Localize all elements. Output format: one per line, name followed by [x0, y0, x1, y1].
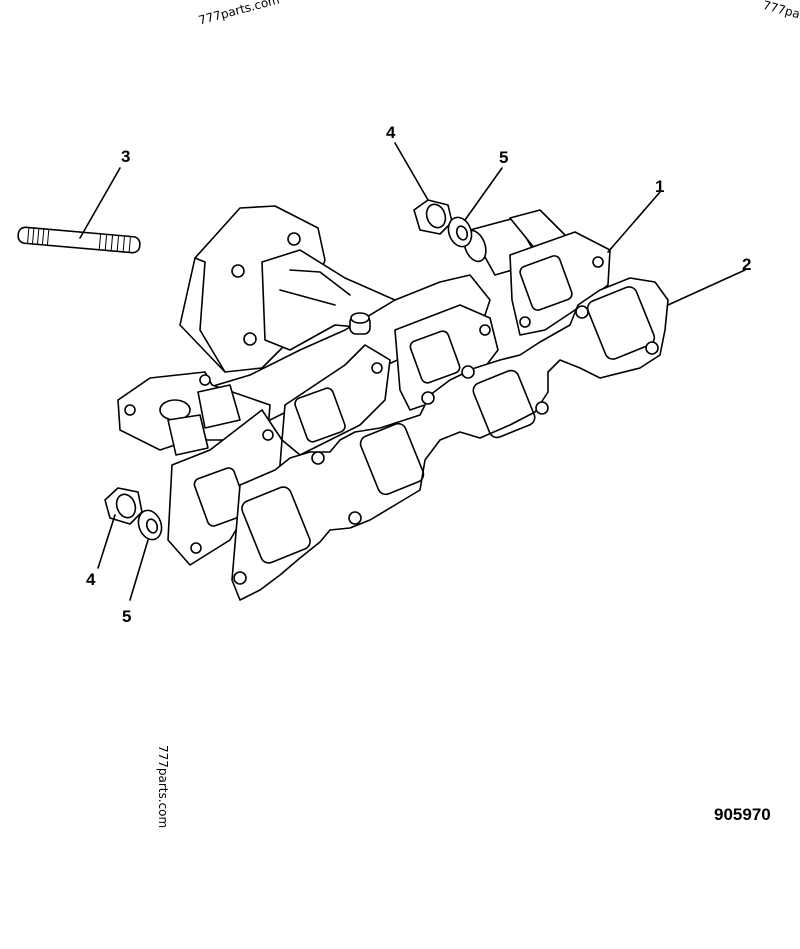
- part-manifold-gasket: [231, 277, 669, 601]
- part-washer-lower: [137, 509, 163, 541]
- part-stud: [17, 226, 141, 254]
- figure-id: 905970: [714, 805, 771, 824]
- leader-lines: [79, 142, 746, 601]
- part-washer-upper: [447, 216, 473, 248]
- callout-5-lower: 5: [122, 607, 131, 626]
- part-nut-upper: [413, 199, 453, 235]
- callout-1: 1: [655, 177, 664, 196]
- callout-4-upper: 4: [386, 123, 396, 142]
- part-exhaust-manifold: [117, 205, 611, 566]
- callout-2: 2: [742, 255, 751, 274]
- callout-5-upper: 5: [499, 148, 508, 167]
- callout-4-lower: 4: [86, 570, 96, 589]
- callout-3: 3: [121, 147, 130, 166]
- part-nut-lower: [104, 487, 143, 525]
